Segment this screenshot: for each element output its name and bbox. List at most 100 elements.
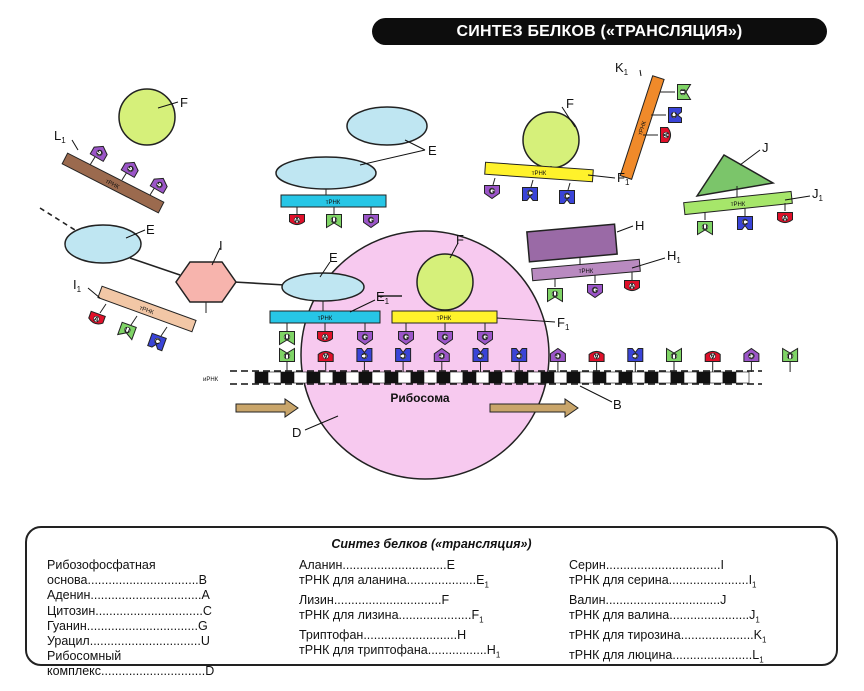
label-f1-bound: F1: [557, 315, 570, 332]
legend-entry-name: Гуанин: [47, 618, 87, 633]
legend-entry-name: тРНК для триптофана: [299, 643, 428, 658]
svg-text:C: C: [401, 351, 406, 358]
anticodon-base-g: G: [398, 331, 414, 346]
free-base-u: U: [697, 221, 713, 236]
free-base-g: G: [587, 284, 603, 299]
free-base-g: G: [363, 214, 379, 229]
mrna-segment: [384, 371, 399, 384]
mrna-segment: [592, 371, 607, 384]
svg-text:тРНК: тРНК: [318, 316, 333, 322]
svg-text:A: A: [92, 316, 99, 324]
legend-leader: .................................: [605, 558, 721, 572]
legend-entry-name: тРНК для тирозина: [569, 627, 681, 642]
leucine-trna: тРНК: [61, 152, 165, 214]
svg-text:A: A: [594, 351, 599, 358]
label-i1: I1: [73, 277, 82, 294]
label-e-bound: E: [329, 250, 338, 265]
mrna-segment: [644, 371, 659, 384]
mrna-base-c: C: [395, 348, 412, 362]
svg-text:A: A: [294, 218, 299, 225]
mrna-segment: [527, 371, 542, 384]
legend-entry-name: Рибосомный: [47, 649, 122, 664]
label-f-right: F: [566, 96, 574, 111]
legend-entry-key: E: [446, 558, 455, 572]
svg-text:U: U: [681, 89, 688, 94]
legend-entry: Аланин .............................. E: [299, 558, 539, 573]
svg-text:G: G: [403, 335, 409, 342]
legend-entry-name: Серин: [569, 558, 606, 572]
free-base-g: G: [120, 161, 139, 179]
svg-text:тРНК: тРНК: [532, 171, 547, 177]
free-base-g: G: [89, 145, 108, 163]
svg-text:C: C: [362, 351, 367, 358]
mrna-segment: [410, 371, 425, 384]
serine-chain: [175, 261, 237, 303]
mrna-segment: [683, 371, 698, 384]
svg-text:C: C: [517, 351, 522, 358]
legend-entry: комплекс .............................. …: [47, 664, 277, 679]
ribosome: Рибосома: [300, 230, 550, 480]
legend-leader: .................: [427, 643, 487, 658]
legend-entry: Урацил ................................ …: [47, 634, 277, 649]
mrna-segment: [436, 371, 451, 384]
free-base-u: U: [677, 84, 692, 100]
mrna-base-g: G: [549, 347, 566, 362]
legend-entry: Рибосомный: [47, 649, 277, 664]
mrna-base-c: C: [356, 348, 373, 362]
legend-entry-name: комплекс: [47, 664, 102, 679]
svg-text:C: C: [633, 351, 638, 358]
legend-entry-name: Урацил: [47, 634, 90, 649]
label-f-bound: F: [456, 232, 464, 247]
free-base-c: C: [668, 107, 682, 123]
legend-entry-key: J: [720, 592, 727, 607]
legend-entry: Гуанин ................................ …: [47, 619, 277, 634]
legend-leader: ...........................: [363, 627, 458, 642]
tyrosine-trna: тРНК: [619, 75, 675, 180]
mrna-segment: [254, 371, 269, 384]
free-base-a: A: [289, 214, 305, 226]
svg-text:G: G: [748, 351, 754, 358]
legend-leader: .................................: [605, 592, 721, 607]
legend-entry-name: тРНК для аланина: [299, 573, 407, 588]
svg-text:U: U: [788, 351, 793, 358]
legend-entry-key: D: [205, 664, 215, 679]
legend-entry: тРНК для люцина ....................... …: [569, 648, 809, 668]
legend-entry: основа ................................ …: [47, 573, 277, 588]
legend-leader: ................................: [89, 634, 201, 649]
mrna-strand: иРНК: [203, 370, 762, 385]
legend-entry-key: I: [748, 573, 753, 588]
mrna-base-a: A: [588, 350, 605, 362]
legend-leader: ................................: [90, 588, 202, 603]
mrna-segment: [631, 371, 646, 384]
legend-entry: Аденин ................................ …: [47, 588, 277, 603]
legend-entry-name: Триптофан: [299, 627, 364, 642]
mrna-segment: [358, 371, 373, 384]
free-base-c: C: [522, 187, 538, 201]
svg-text:G: G: [439, 351, 445, 358]
svg-text:C: C: [153, 338, 160, 346]
label-l1: L1: [54, 128, 66, 145]
page-title-text: СИНТЕЗ БЕЛКОВ («ТРАНСЛЯЦИЯ»): [456, 23, 743, 40]
label-d: D: [292, 425, 301, 440]
mrna-base-c: C: [472, 348, 489, 362]
free-base-c: C: [147, 332, 167, 352]
legend-entry-name: Валин: [569, 592, 606, 607]
svg-text:G: G: [155, 179, 164, 188]
svg-text:G: G: [362, 335, 368, 342]
svg-text:тРНК: тРНК: [638, 120, 648, 136]
label-e1: E1: [376, 289, 390, 306]
legend-entry: тРНК для аланина .................... E1: [299, 573, 539, 593]
legend-leader: ....................: [406, 573, 477, 588]
svg-text:U: U: [702, 225, 707, 232]
mrna-base-c: C: [627, 348, 644, 362]
legend-entry-key: F: [441, 592, 450, 607]
mrna-segment: [566, 371, 581, 384]
legend-entry-key: B: [198, 573, 207, 588]
legend-entry: Рибозофосфатная: [47, 558, 277, 573]
